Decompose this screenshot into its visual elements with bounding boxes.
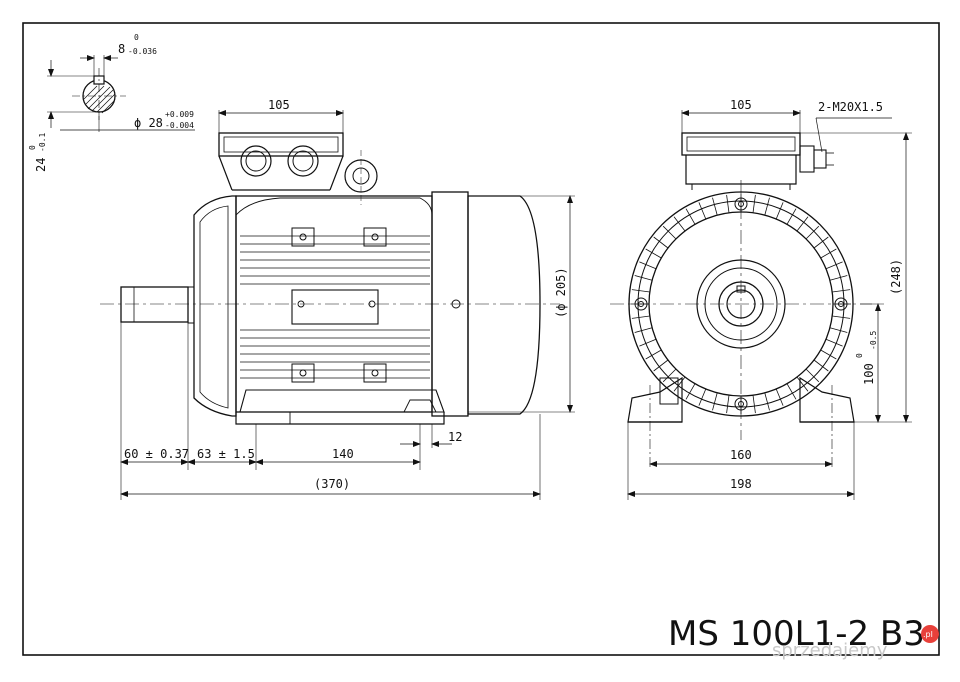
cooling-fin bbox=[813, 359, 829, 372]
shaft-labels: 8 0 -0.036 ϕ 28 +0.009 -0.004 24 0 -0.1 bbox=[28, 33, 194, 172]
cooling-fin bbox=[726, 194, 730, 213]
cable-gland-label: 2-M20X1.5 bbox=[818, 100, 883, 114]
shaft-height-tol-upper: 0 bbox=[855, 353, 864, 358]
foot-slot-label: 12 bbox=[448, 430, 462, 444]
cooling-fin bbox=[645, 349, 662, 360]
cooling-fin bbox=[805, 368, 820, 383]
watermark-badge: .pl bbox=[923, 630, 933, 639]
frame-diameter-label: (ϕ 205) bbox=[554, 267, 568, 318]
foot-width-label: 198 bbox=[730, 477, 752, 491]
diameter-tol-upper: +0.009 bbox=[165, 110, 194, 119]
cooling-fin bbox=[634, 327, 653, 333]
foot-spacing-label: 140 bbox=[332, 447, 354, 461]
overall-height-label: (248) bbox=[889, 259, 903, 295]
cooling-fin bbox=[829, 327, 848, 333]
watermark-text: sprzedajemy bbox=[772, 640, 888, 661]
cooling-fin bbox=[712, 197, 718, 216]
cooling-fin bbox=[829, 275, 848, 281]
cooling-fin bbox=[662, 368, 677, 383]
sheet-frame bbox=[22, 22, 940, 656]
cooling-fin bbox=[685, 383, 696, 400]
shaft-to-foot-label: 63 ± 1.5 bbox=[197, 447, 255, 461]
cooling-fin bbox=[726, 395, 730, 414]
cooling-fin bbox=[796, 376, 809, 392]
model-title: MS 100L1-2 B3 bbox=[668, 614, 925, 654]
overall-length-label: (370) bbox=[314, 477, 350, 491]
key-height-tol-lower: -0.1 bbox=[38, 133, 47, 152]
front-terminal-box-width: 105 bbox=[730, 98, 752, 112]
key-height-label: 24 bbox=[34, 158, 48, 172]
cooling-fin bbox=[673, 376, 686, 392]
cooling-fin bbox=[639, 338, 657, 347]
cooling-fin bbox=[685, 208, 696, 225]
side-view-labels: 105 (ϕ 205) 12 60 ± 0.37 63 ± 1.5 140 (3… bbox=[124, 98, 568, 491]
cooling-fin bbox=[673, 216, 686, 232]
watermark: sprzedajemy .pl bbox=[772, 625, 939, 661]
cooling-fin bbox=[775, 202, 784, 220]
cooling-fin bbox=[752, 395, 756, 414]
watermark-badge-icon bbox=[921, 625, 939, 643]
cooling-fin bbox=[712, 392, 718, 411]
cooling-fin bbox=[631, 289, 650, 293]
cooling-fin bbox=[820, 248, 837, 259]
shaft-key-section bbox=[47, 55, 195, 132]
cooling-fin bbox=[764, 197, 770, 216]
front-view-labels: 105 2-M20X1.5 (248) 100 0 -0.5 160 198 bbox=[730, 98, 903, 491]
cooling-fin bbox=[820, 349, 837, 360]
key-width-label: 8 bbox=[118, 42, 125, 56]
cooling-fin bbox=[645, 248, 662, 259]
diameter-label: ϕ 28 bbox=[134, 116, 163, 130]
side-view bbox=[100, 110, 575, 500]
cooling-fin bbox=[634, 275, 653, 281]
key-height-tol-upper: 0 bbox=[28, 145, 37, 150]
cooling-fin bbox=[813, 236, 829, 249]
cooling-fin bbox=[786, 208, 797, 225]
cooling-fin bbox=[796, 216, 809, 232]
cooling-fin bbox=[631, 315, 650, 319]
side-terminal-box-width: 105 bbox=[268, 98, 290, 112]
cooling-fin bbox=[764, 392, 770, 411]
key-width-tol-lower: -0.036 bbox=[128, 47, 157, 56]
cooling-fin bbox=[805, 225, 820, 240]
shaft-length-label: 60 ± 0.37 bbox=[124, 447, 189, 461]
diameter-tol-lower: -0.004 bbox=[165, 121, 194, 130]
cooling-fin bbox=[832, 315, 851, 319]
cooling-fin bbox=[653, 236, 669, 249]
cooling-fin bbox=[662, 225, 677, 240]
front-view bbox=[610, 110, 912, 500]
cooling-fin bbox=[786, 383, 797, 400]
cooling-fin bbox=[752, 194, 756, 213]
shaft-height-tol-lower: -0.5 bbox=[869, 331, 878, 350]
key-width-tol-upper: 0 bbox=[134, 33, 139, 42]
foot-hole-spacing-label: 160 bbox=[730, 448, 752, 462]
cooling-fin bbox=[825, 338, 843, 347]
cooling-fin bbox=[653, 359, 669, 372]
shaft-height-label: 100 bbox=[862, 363, 876, 385]
cooling-fin bbox=[698, 388, 707, 406]
cooling-fin bbox=[639, 261, 657, 270]
cooling-fin bbox=[775, 388, 784, 406]
cooling-fin bbox=[825, 261, 843, 270]
cooling-fin bbox=[698, 202, 707, 220]
cooling-fin bbox=[832, 289, 851, 293]
